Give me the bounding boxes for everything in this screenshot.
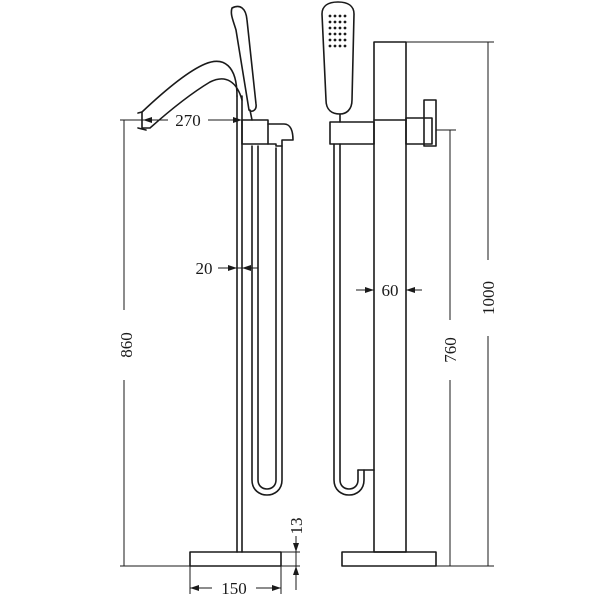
dim-20-label: 20 (196, 259, 213, 278)
dim-13-arrow-bottom (293, 566, 299, 575)
side-handshower (321, 1, 355, 115)
dim-150-arrow-left (190, 585, 199, 591)
dim-13-arrow-top (293, 543, 299, 552)
front-view: 270 860 20 13 150 (117, 5, 306, 598)
dim-270-label: 270 (175, 111, 201, 130)
front-spout-tip-lower (137, 127, 147, 131)
front-spout-tip (137, 111, 143, 114)
front-holder-block (241, 119, 269, 145)
front-hose-loop (251, 145, 283, 496)
side-handshower-nozzles (328, 14, 347, 48)
dim-860-label: 860 (117, 332, 136, 358)
dim-150-label: 150 (221, 579, 247, 598)
front-handshower (230, 5, 257, 112)
side-column (373, 41, 407, 553)
dim-60-arrow-left (365, 287, 374, 293)
dim-760-label: 760 (441, 337, 460, 363)
front-handshower-neck (249, 109, 253, 121)
side-hose-loop-inner (339, 143, 359, 490)
side-view: 60 760 1000 (321, 1, 498, 567)
dim-1000-label: 1000 (479, 281, 498, 315)
side-holder-block (329, 121, 375, 145)
dim-270-arrow-left (143, 117, 152, 123)
front-base-plate (189, 551, 282, 567)
dim-20-arrow-right (242, 265, 251, 271)
dim-150-arrow-right (272, 585, 281, 591)
side-base-plate (341, 551, 437, 567)
dim-13-label: 13 (287, 518, 306, 535)
front-hose-loop-inner (257, 145, 277, 490)
side-handle-block (405, 117, 433, 145)
dim-270-arrow-right (233, 117, 242, 123)
dim-60-arrow-right (406, 287, 415, 293)
side-lever (423, 99, 437, 147)
dim-60-label: 60 (382, 281, 399, 300)
dim-20-arrow-left (228, 265, 237, 271)
side-hose-loop (333, 143, 365, 496)
front-hose-connector (267, 123, 294, 147)
